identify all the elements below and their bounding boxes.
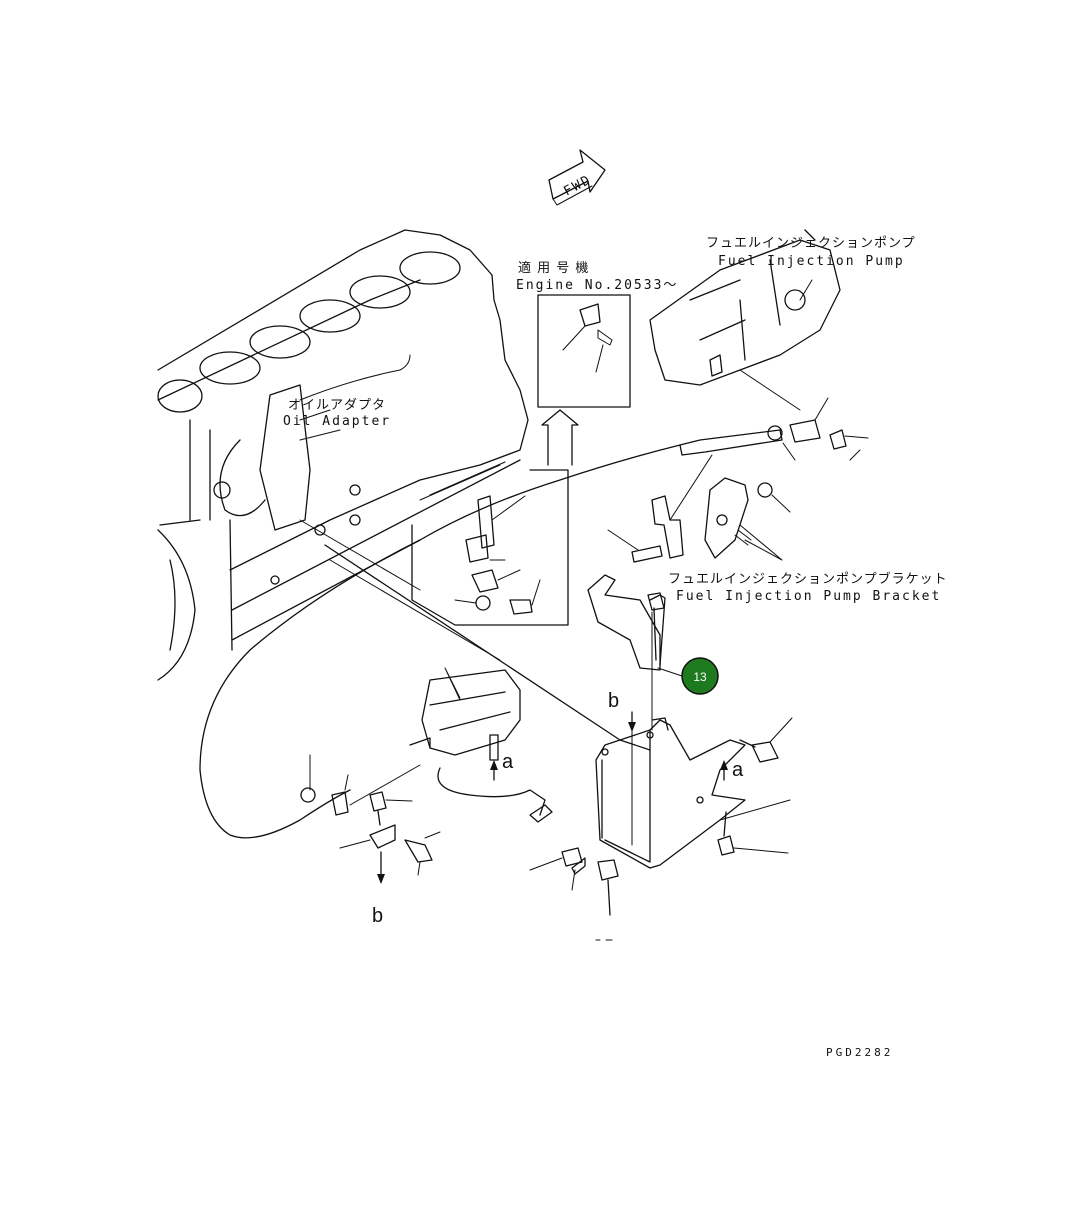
bracket-jp-label: フュエルインジェクションポンプブラケット xyxy=(668,571,948,587)
control-box xyxy=(409,667,553,823)
engine-no-detail-box xyxy=(537,294,631,466)
fuel-pump-jp-label: フュエルインジェクションポンプ xyxy=(706,236,916,251)
engine-no-label: Engine No.20533～ xyxy=(516,278,678,293)
fwd-arrow-icon: FWD xyxy=(548,149,606,206)
callout-13[interactable]: 13 xyxy=(657,657,719,695)
callout-13-number[interactable]: 13 xyxy=(693,670,707,684)
small-bracket xyxy=(607,454,791,563)
fuel-pump-en-label: Fuel Injection Pump xyxy=(718,254,905,269)
main-bracket xyxy=(587,574,746,869)
fwd-label: FWD xyxy=(561,172,594,199)
engine-block xyxy=(157,229,529,681)
oil-adapter-en-label: Oil Adapter xyxy=(283,414,391,429)
callout-13-circle[interactable] xyxy=(681,657,719,695)
drawing-code: PGD2282 xyxy=(826,1046,893,1059)
arrow-b-label: b xyxy=(608,690,619,712)
wiring-harness xyxy=(199,444,681,839)
clamp-detail-box xyxy=(411,469,569,626)
bolts xyxy=(300,592,793,916)
pump-fittings xyxy=(679,397,869,461)
oil-adapter-jp-label: オイルアダプタ xyxy=(288,398,386,413)
applicable-jp-label: 適 用 号 機 xyxy=(518,260,589,276)
arrow-b-label-2: b xyxy=(372,905,383,927)
fuel-injection-pump xyxy=(649,229,841,411)
arrow-a-label-2: a xyxy=(732,759,744,781)
bracket-en-label: Fuel Injection Pump Bracket xyxy=(676,589,941,604)
arrow-markers xyxy=(377,711,728,884)
arrow-a-label: a xyxy=(502,751,514,773)
